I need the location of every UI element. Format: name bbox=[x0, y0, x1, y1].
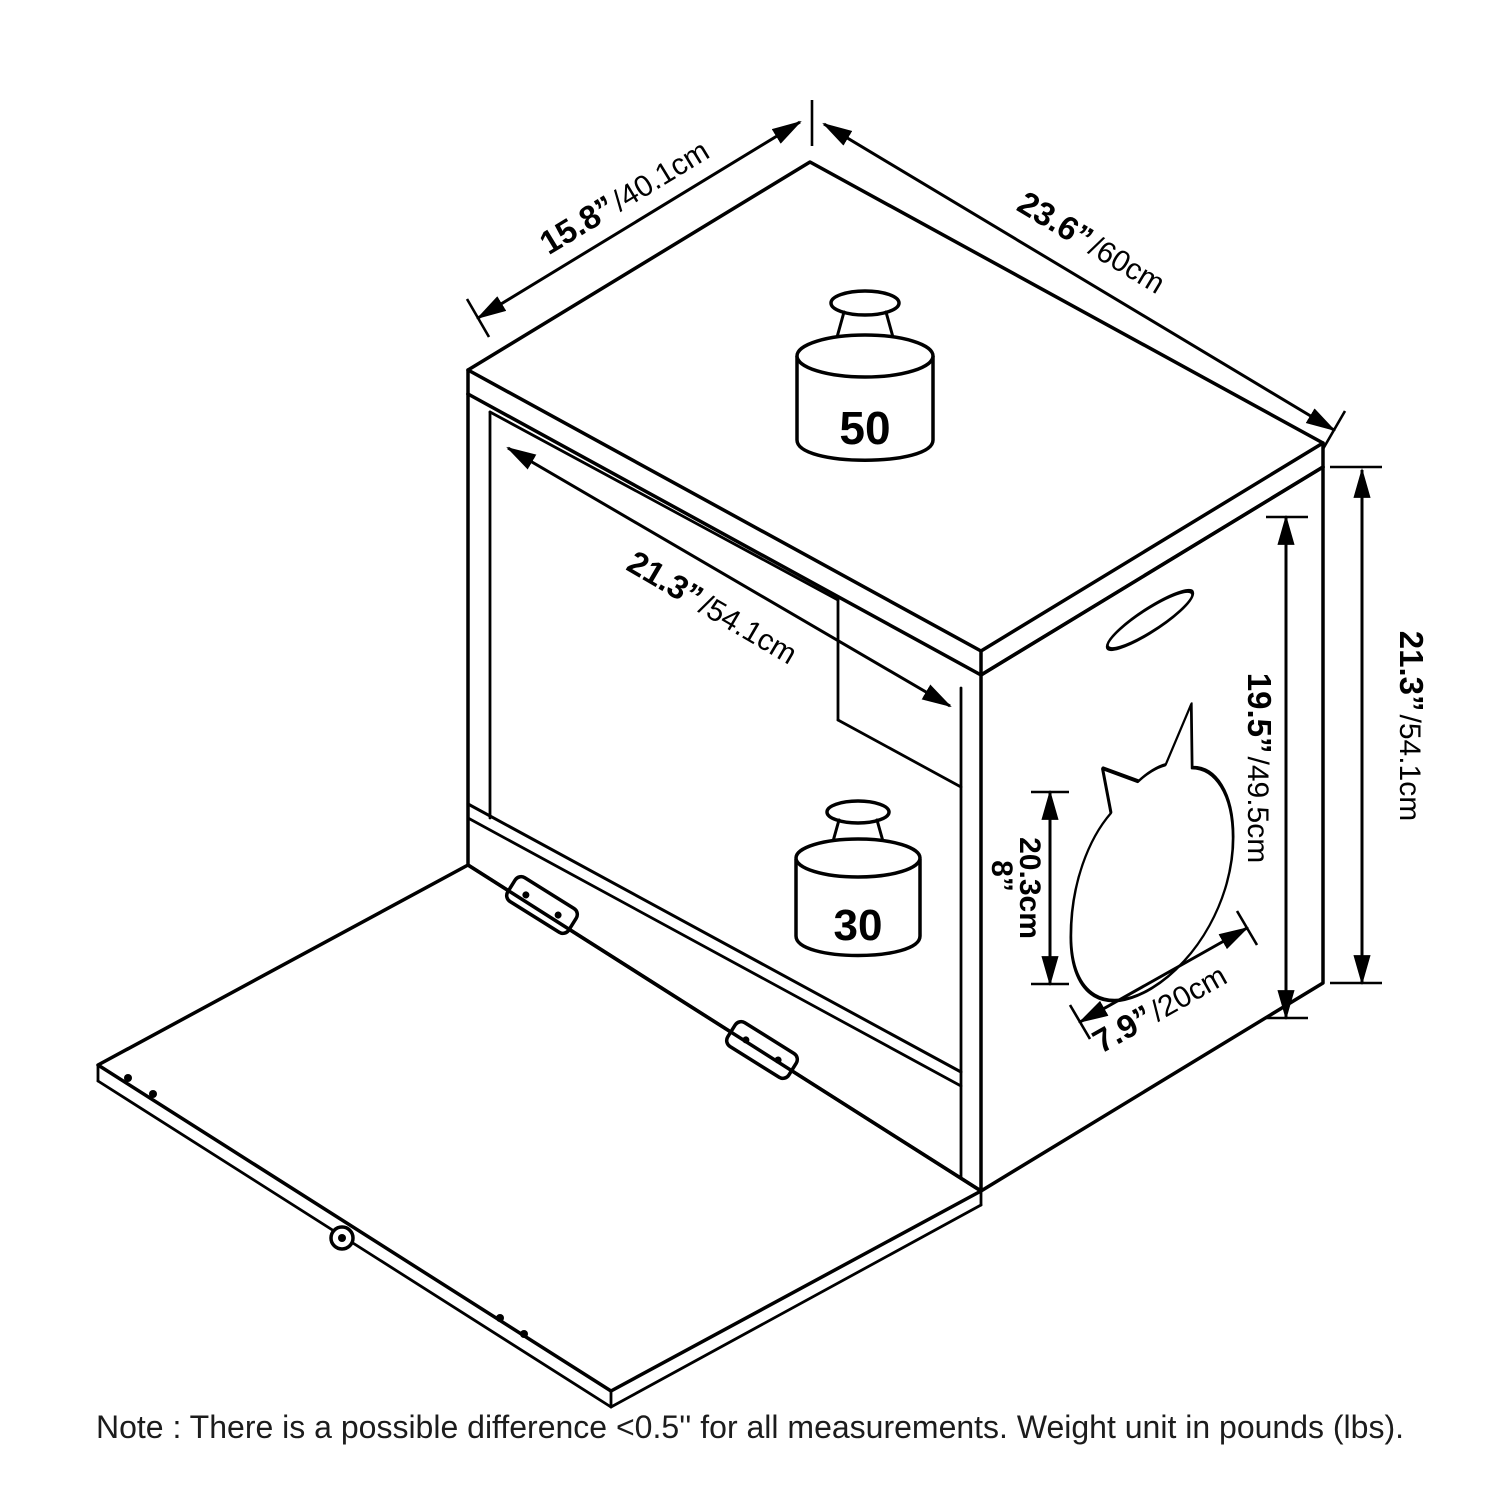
weight-50-label: 50 bbox=[839, 402, 890, 454]
screw-hole bbox=[520, 1330, 528, 1338]
hinge-left bbox=[504, 874, 580, 936]
screw-hole bbox=[496, 1314, 504, 1322]
dimension-opening-height-label: 20.3cm bbox=[1013, 837, 1046, 939]
dimension-base-height-label: 8” bbox=[985, 860, 1018, 892]
screw-hole bbox=[124, 1074, 132, 1082]
dimension-side-inner-height-label: 19.5”/49.5cm bbox=[1241, 673, 1278, 863]
front-opening-edges bbox=[466, 392, 983, 1193]
note-text: Note : There is a possible difference <0… bbox=[96, 1409, 1404, 1445]
dimension-outer-height: 21.3”/54.1cm bbox=[1330, 465, 1430, 986]
screw-hole bbox=[149, 1090, 157, 1098]
weight-30-icon: 30 bbox=[794, 799, 922, 958]
dimension-side-inner-height: 19.5”/49.5cm bbox=[1241, 514, 1308, 1021]
shelf-front-edge bbox=[466, 802, 963, 1074]
handle-cutout bbox=[1105, 588, 1195, 652]
dimension-opening-height: 20.3cm bbox=[1013, 789, 1069, 987]
cabinet-interior bbox=[466, 410, 963, 1182]
dimension-base-height: 8” bbox=[985, 860, 1018, 892]
weight-30-label: 30 bbox=[834, 901, 883, 950]
fold-down-door bbox=[96, 863, 983, 1409]
dimension-outer-height-label: 21.3”/54.1cm bbox=[1393, 631, 1430, 821]
